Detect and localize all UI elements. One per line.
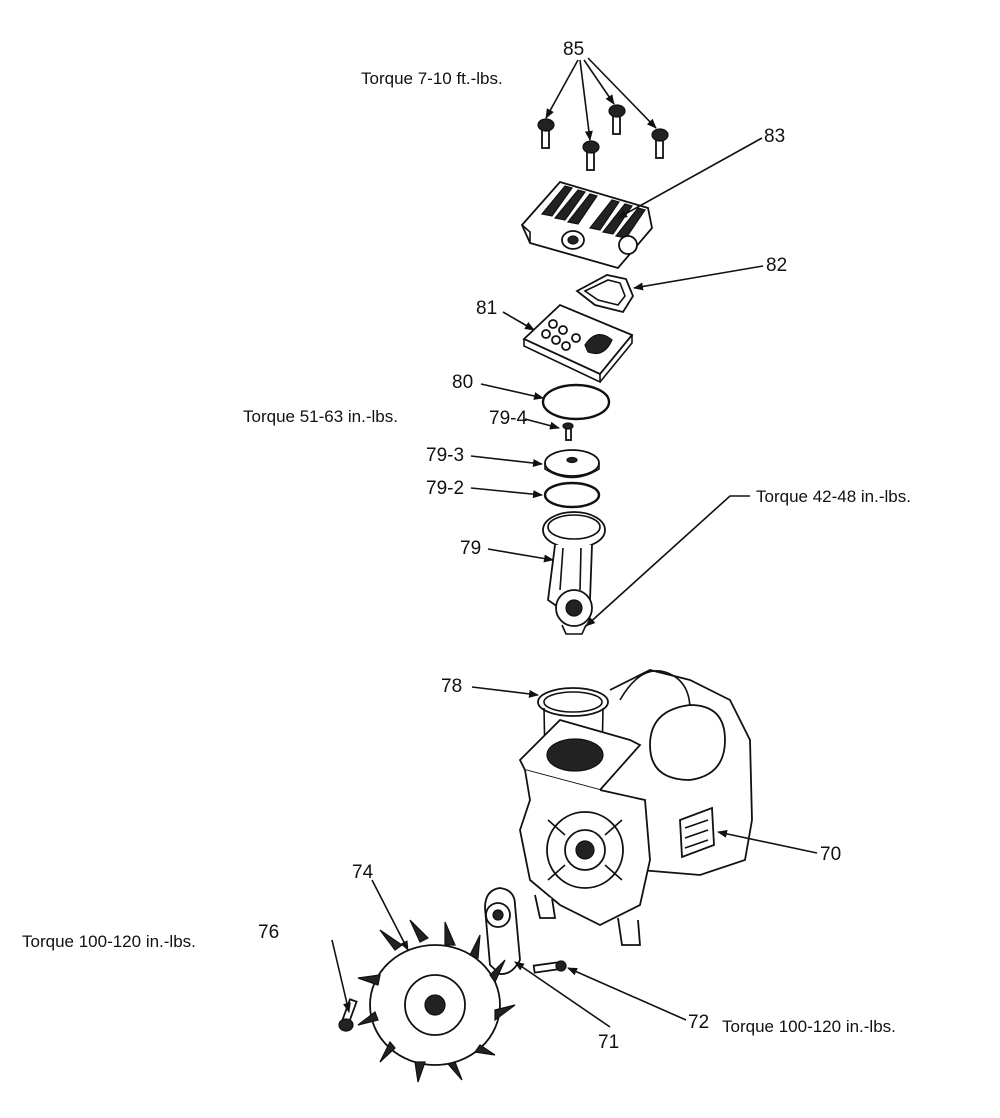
callout-labels: 85 83 82 81 80 79-4 79-3 79-2 79 78 70 7…: [258, 39, 841, 1053]
torque-spec-85: Torque 7-10 ft.-lbs.: [361, 69, 503, 88]
callout-74: 74: [352, 862, 374, 883]
fan-74: [357, 919, 516, 1083]
callout-78: 78: [441, 676, 462, 697]
connecting-rod-79: [542, 511, 606, 635]
callout-79-2: 79-2: [426, 478, 464, 499]
screw: [537, 118, 555, 149]
screws-85: [537, 104, 669, 171]
set-screw-72: [532, 960, 567, 974]
callout-80: 80: [452, 372, 473, 393]
torque-spec-79-4: Torque 51-63 in.-lbs.: [243, 407, 398, 426]
leader-lines: [331, 57, 818, 1028]
callout-70: 70: [820, 844, 841, 865]
callout-72: 72: [688, 1012, 709, 1033]
callout-82: 82: [766, 255, 787, 276]
cylinder-head-83: [520, 180, 653, 270]
callout-76: 76: [258, 922, 279, 943]
ring-79-2: [543, 481, 601, 509]
callout-85: 85: [563, 39, 584, 60]
torque-specs: Torque 7-10 ft.-lbs. Torque 51-63 in.-lb…: [22, 69, 911, 1036]
callout-79-4: 79-4: [489, 408, 527, 429]
torque-spec-72: Torque 100-120 in.-lbs.: [722, 1017, 896, 1036]
retainer-79-3: [544, 449, 600, 479]
screw-79-4: [562, 422, 574, 441]
callout-71: 71: [598, 1032, 619, 1053]
o-ring-80: [541, 383, 611, 421]
gasket-82: [575, 274, 635, 314]
valve-plate-81: [522, 303, 634, 384]
screw: [582, 140, 600, 171]
screw: [651, 128, 669, 159]
crankcase-70: [518, 669, 753, 946]
callout-81: 81: [476, 298, 497, 319]
callout-83: 83: [764, 126, 785, 147]
callout-79-3: 79-3: [426, 445, 464, 466]
torque-spec-76: Torque 100-120 in.-lbs.: [22, 932, 196, 951]
screw: [608, 104, 626, 135]
eccentric-71: [484, 887, 521, 975]
torque-spec-79: Torque 42-48 in.-lbs.: [756, 487, 911, 506]
callout-79: 79: [460, 538, 481, 559]
